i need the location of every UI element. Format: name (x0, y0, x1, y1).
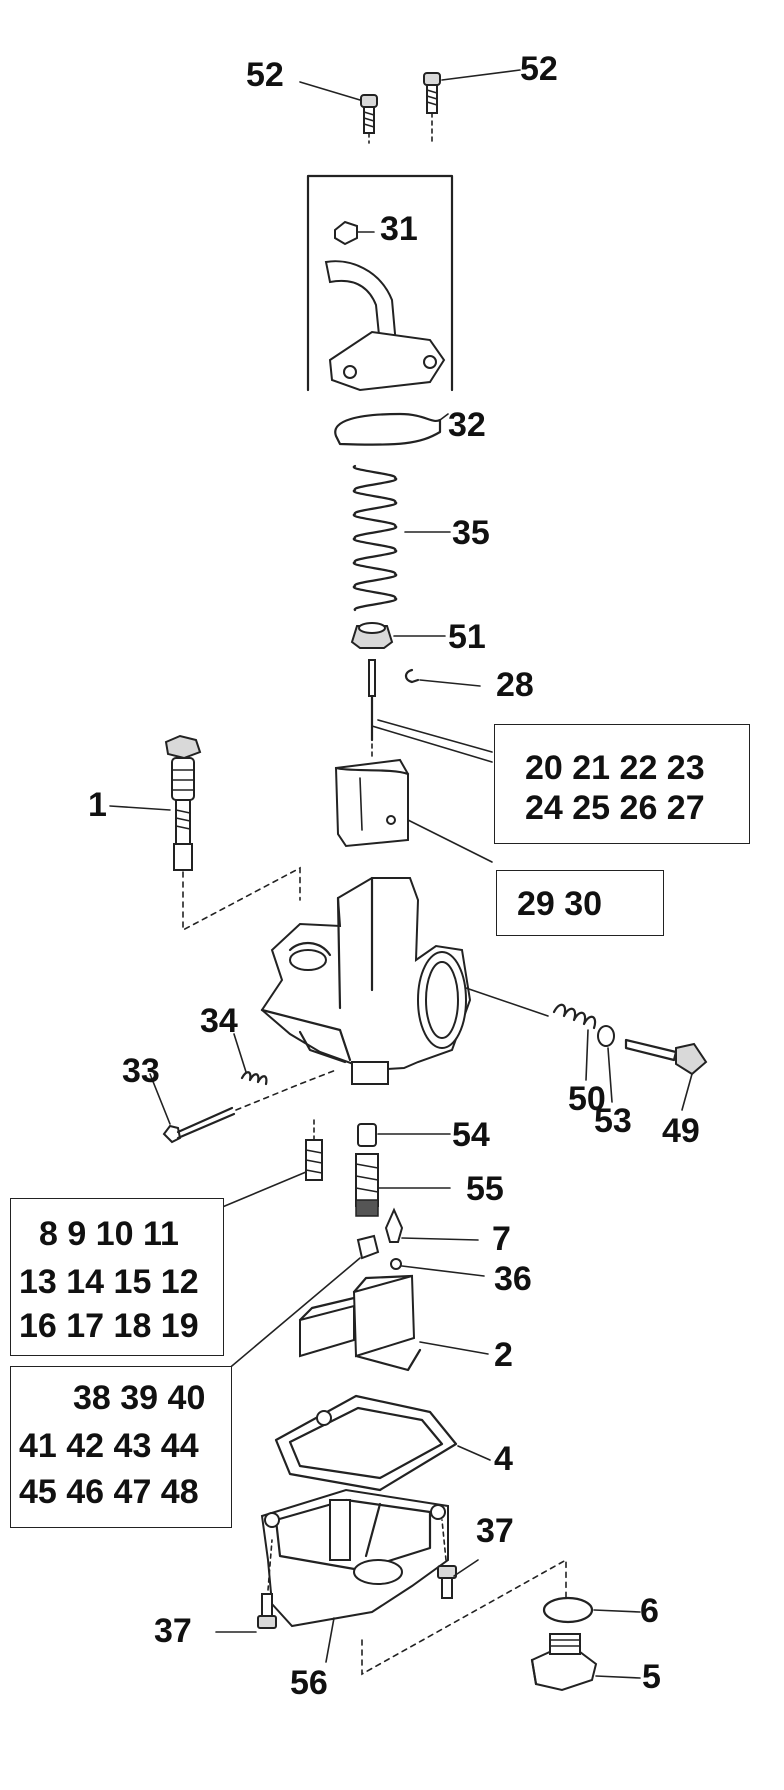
callout-53: 53 (594, 1102, 632, 1140)
callout-6: 6 (640, 1592, 659, 1630)
pilot-box-row-3: 16 17 18 19 (19, 1307, 199, 1345)
main-box-row-2: 41 42 43 44 (19, 1427, 199, 1465)
idle-spring (240, 1071, 268, 1086)
bowl-screw-right (437, 1565, 457, 1599)
jet-needle (368, 659, 376, 757)
bowl-screw-left (257, 1593, 277, 1629)
main-box-row-1: 38 39 40 (73, 1379, 206, 1417)
callout-2: 2 (494, 1336, 513, 1374)
throttle-slide (334, 758, 410, 848)
carb-top-cap (306, 174, 454, 392)
air-screw-spring (552, 1003, 597, 1030)
needle-clip (404, 668, 420, 684)
callout-33: 33 (122, 1052, 160, 1090)
callout-51: 51 (448, 618, 486, 656)
drain-plug (530, 1633, 598, 1692)
top-screw-right (423, 72, 441, 114)
main-jet-part-box: 38 39 40 41 42 43 44 45 46 47 48 (10, 1366, 232, 1528)
callout-5: 5 (642, 1658, 661, 1696)
pilot-box-row-2: 13 14 15 12 (19, 1263, 199, 1301)
spring-retainer (350, 622, 394, 649)
needle-box-row-2: 24 25 26 27 (525, 789, 705, 827)
pilot-jet (305, 1139, 323, 1181)
callout-28: 28 (496, 666, 534, 704)
callout-50: 50 (568, 1080, 606, 1118)
callout-32: 32 (448, 406, 486, 444)
main-jet (356, 1234, 380, 1260)
callout-4: 4 (494, 1440, 513, 1478)
callout-36: 36 (494, 1260, 532, 1298)
main-box-row-3: 45 46 47 48 (19, 1473, 199, 1511)
needle-part-box: 20 21 22 23 24 25 26 27 (494, 724, 750, 844)
top-screw-left (360, 94, 378, 134)
cap-gasket (334, 412, 442, 446)
callout-1: 1 (88, 786, 107, 824)
callout-52-right: 52 (520, 50, 558, 88)
mixture-screw (624, 1038, 708, 1076)
callout-7: 7 (492, 1220, 511, 1258)
float (298, 1274, 422, 1372)
carb-body (260, 876, 472, 1085)
float-needle (384, 1207, 404, 1243)
throttle-stop-screw (162, 1106, 236, 1144)
float-bowl (260, 1488, 449, 1628)
callout-37-right: 37 (476, 1512, 514, 1550)
callout-54: 54 (452, 1116, 490, 1154)
callout-31: 31 (380, 210, 418, 248)
needle-jet (355, 1123, 379, 1217)
callout-35: 35 (452, 514, 490, 552)
callout-55: 55 (466, 1170, 504, 1208)
needle-box-row-1: 20 21 22 23 (525, 749, 705, 787)
float-pin-clip (390, 1258, 402, 1270)
slide-spring (352, 464, 398, 612)
float-bowl-gasket (274, 1394, 458, 1492)
air-screw-washer (597, 1025, 615, 1047)
pilot-air-screw (164, 734, 202, 871)
slide-part-box: 29 30 (496, 870, 664, 936)
slide-box-row-1: 29 30 (517, 885, 603, 923)
pilot-jet-part-box: 8 9 10 11 13 14 15 12 16 17 18 19 (10, 1198, 224, 1356)
callout-34: 34 (200, 1002, 238, 1040)
callout-37-left: 37 (154, 1612, 192, 1650)
callout-52-left: 52 (246, 56, 284, 94)
callout-56: 56 (290, 1664, 328, 1702)
callout-49: 49 (662, 1112, 700, 1150)
drain-plug-o-ring (542, 1596, 594, 1624)
pilot-box-row-1: 8 9 10 11 (39, 1215, 179, 1253)
